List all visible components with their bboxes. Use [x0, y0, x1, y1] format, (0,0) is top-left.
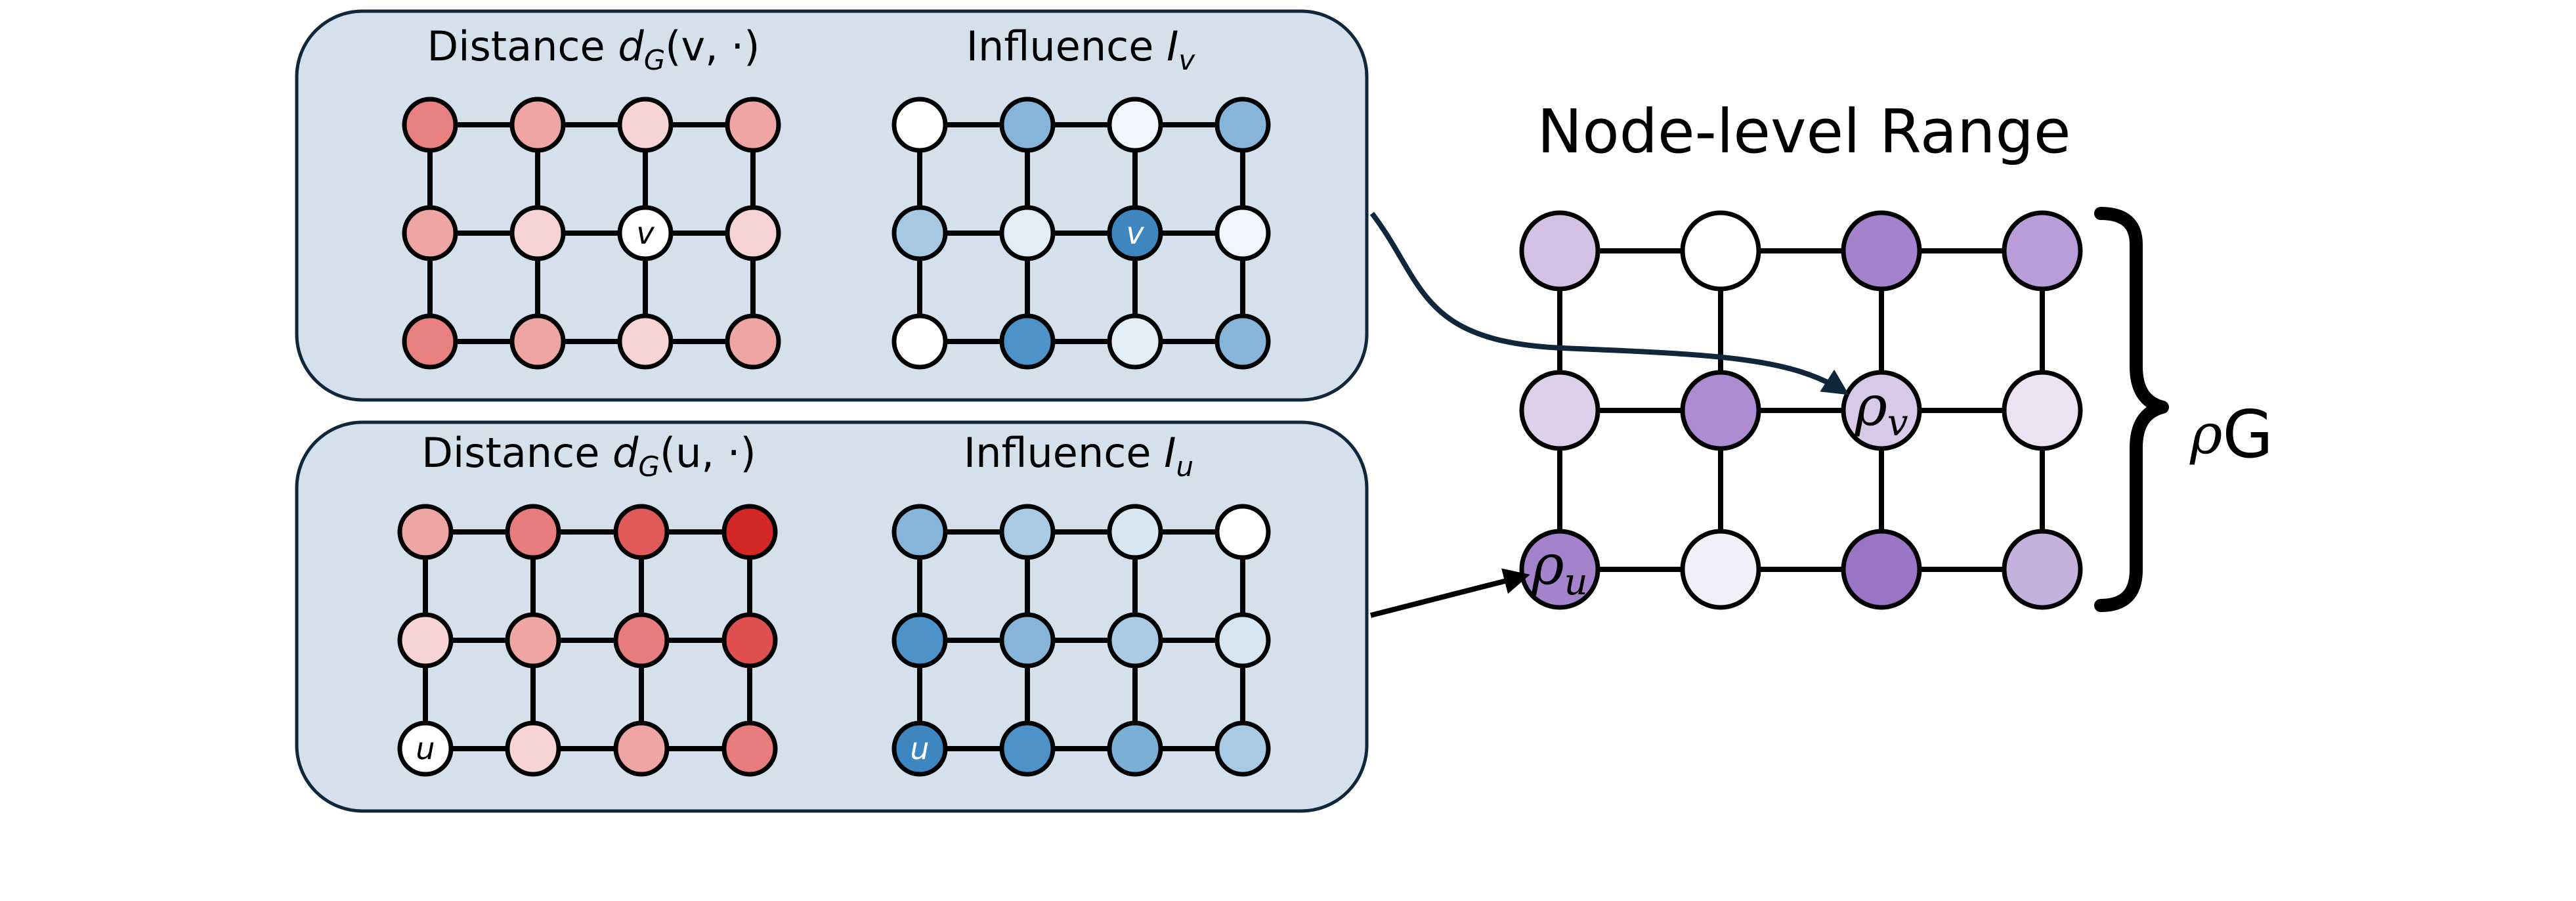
- range-node: [1680, 529, 1761, 610]
- rho-g-label: ρG: [2189, 396, 2273, 473]
- distance-v-node: [402, 97, 458, 153]
- distance-u-grid: u: [397, 504, 778, 777]
- distance-u-node: [613, 504, 670, 560]
- distance-v-node: [617, 205, 674, 261]
- distance-v-node: [617, 313, 674, 370]
- panel-u: Distance dG(u, ·) Influence Iu u u: [295, 420, 1369, 813]
- influence-v-grid: v: [891, 97, 1271, 370]
- range-node: [1519, 210, 1600, 292]
- influence-u-source-label: u: [910, 731, 929, 766]
- influence-u-grid: u: [891, 504, 1271, 777]
- distance-u-node: [613, 612, 670, 669]
- influence-v-node: [891, 205, 948, 261]
- influence-v-node: [891, 313, 948, 370]
- range-node: [1680, 210, 1761, 292]
- influence-v-source-label: v: [1126, 215, 1144, 251]
- range-grid: ρv ρu: [1519, 210, 2083, 610]
- distance-u-node: [505, 612, 561, 669]
- range-node: [2002, 529, 2083, 610]
- influence-u-node: [1107, 720, 1163, 777]
- influence-v-node: [1107, 205, 1163, 261]
- arrow-v-to-rho-v: [1369, 211, 1849, 395]
- range-node: [1841, 529, 1922, 610]
- panel-v: Distance dG(v, ·) Influence Iv v v: [295, 9, 1369, 402]
- rho-u-label: ρu: [1531, 533, 1587, 604]
- distance-v-node: [617, 97, 674, 153]
- panel-u-background: [295, 420, 1369, 813]
- influence-u-node: [999, 504, 1056, 560]
- distance-u-node: [505, 720, 561, 777]
- distance-v-node: [509, 313, 566, 370]
- distance-u-node: [397, 504, 454, 560]
- influence-u-node: [999, 720, 1056, 777]
- influence-v-node: [1107, 313, 1163, 370]
- influence-v-node: [999, 97, 1056, 153]
- range-node: [1841, 370, 1922, 451]
- influence-u-node: [1214, 504, 1271, 560]
- influence-v-node: [1214, 313, 1271, 370]
- influence-u-node: [1107, 612, 1163, 669]
- distance-u-node: [505, 504, 561, 560]
- influence-v-node: [1107, 97, 1163, 153]
- distance-u-source-label: u: [416, 731, 435, 766]
- influence-u-node: [1107, 504, 1163, 560]
- distance-v-node: [509, 97, 566, 153]
- influence-v-node: [999, 313, 1056, 370]
- distance-u-node: [721, 720, 778, 777]
- distance-u-title: Distance dG(u, ·): [421, 429, 756, 483]
- distance-u-node: [721, 612, 778, 669]
- arrow-u-to-rho-u: [1370, 568, 1530, 618]
- distance-u-node: [613, 720, 670, 777]
- range-node: [2002, 370, 2083, 451]
- distance-v-grid: v: [402, 97, 781, 370]
- range-node: [2002, 210, 2083, 292]
- influence-u-node: [891, 720, 948, 777]
- distance-u-node: [721, 504, 778, 560]
- range-node: [1680, 370, 1761, 451]
- range-brace: [2094, 207, 2169, 612]
- influence-u-node: [891, 504, 948, 560]
- influence-u-title: Influence Iu: [964, 429, 1193, 483]
- influence-v-node: [1214, 205, 1271, 261]
- distance-v-node: [725, 313, 781, 370]
- influence-u-node: [891, 612, 948, 669]
- distance-v-node: [725, 205, 781, 261]
- distance-v-node: [402, 313, 458, 370]
- distance-v-node: [509, 205, 566, 261]
- range-title: Node-level Range: [1537, 97, 2071, 167]
- rho-v-label: ρv: [1854, 374, 1908, 445]
- influence-v-title: Influence Iv: [966, 22, 1196, 76]
- influence-v-node: [999, 205, 1056, 261]
- influence-u-node: [999, 612, 1056, 669]
- range-section: Node-level Range ρv ρu ρG: [1519, 97, 2273, 612]
- influence-u-node: [1214, 612, 1271, 669]
- distance-u-node: [397, 720, 454, 777]
- distance-u-node: [397, 612, 454, 669]
- panel-v-background: [295, 9, 1369, 402]
- influence-u-node: [1214, 720, 1271, 777]
- distance-v-node: [725, 97, 781, 153]
- distance-v-source-label: v: [636, 215, 655, 251]
- influence-v-node: [891, 97, 948, 153]
- influence-v-node: [1214, 97, 1271, 153]
- distance-v-title: Distance dG(v, ·): [427, 22, 760, 76]
- distance-v-node: [402, 205, 458, 261]
- range-node: [1519, 370, 1600, 451]
- range-node: [1841, 210, 1922, 292]
